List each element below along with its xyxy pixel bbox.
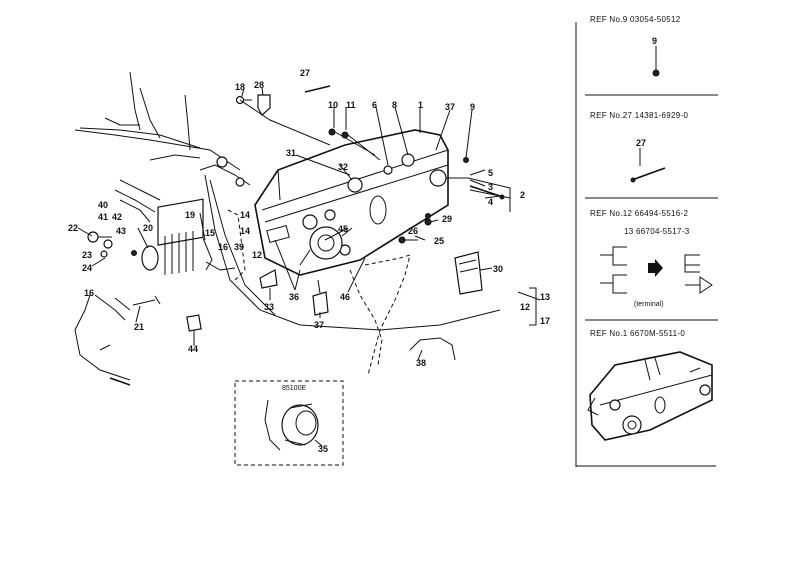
ref-27-title: REF No.27 14381-6929-0 bbox=[590, 111, 688, 120]
bracket-lines bbox=[467, 177, 511, 212]
ref-1-title: REF No.1 6670M-5511-0 bbox=[590, 329, 685, 338]
inset-label: 85100E bbox=[282, 385, 306, 392]
callout-14b: 14 bbox=[240, 226, 250, 236]
ref-27-part: 27 bbox=[636, 138, 646, 148]
callout-16b: 16 bbox=[84, 288, 94, 298]
callout-4: 4 bbox=[488, 197, 493, 207]
main-exploded-view bbox=[74, 71, 541, 386]
callout-40: 40 bbox=[98, 200, 108, 210]
callout-12b: 12 bbox=[520, 302, 530, 312]
ref-12-title: REF No.12 66494-5516-2 bbox=[590, 209, 688, 218]
callout-22: 22 bbox=[68, 223, 78, 233]
tag-37 bbox=[312, 279, 329, 316]
ref-12-caption: (terminal) bbox=[634, 301, 664, 308]
callout-44: 44 bbox=[188, 344, 198, 354]
bolt-21 bbox=[132, 295, 161, 306]
callout-33: 33 bbox=[264, 302, 274, 312]
ref-1-panel bbox=[587, 351, 713, 441]
callout-36: 36 bbox=[289, 292, 299, 302]
callout-39: 39 bbox=[234, 242, 244, 252]
callout-28: 28 bbox=[254, 80, 264, 90]
callout-37: 37 bbox=[445, 102, 455, 112]
callout-31: 31 bbox=[286, 148, 296, 158]
inset-box bbox=[234, 380, 344, 466]
callout-46: 46 bbox=[340, 292, 350, 302]
callout-5: 5 bbox=[488, 168, 493, 178]
callout-43: 43 bbox=[116, 226, 126, 236]
callout-45: 45 bbox=[338, 224, 348, 234]
callout-25: 25 bbox=[434, 236, 444, 246]
callout-27: 27 bbox=[300, 68, 310, 78]
reference-text: REF No.9 03054-50512 9 REF No.27 14381-6… bbox=[590, 15, 690, 338]
callout-41: 41 bbox=[98, 212, 108, 222]
ref-9-title: REF No.9 03054-50512 bbox=[590, 15, 681, 24]
callout-16: 16 bbox=[218, 242, 228, 252]
regulator-assembly bbox=[141, 198, 236, 275]
callout-30: 30 bbox=[493, 264, 503, 274]
bracket-12-13-17 bbox=[529, 287, 537, 326]
callout-2: 2 bbox=[520, 190, 525, 200]
bracket-46 bbox=[349, 254, 411, 376]
callout-32: 32 bbox=[338, 162, 348, 172]
dashboard-panel bbox=[254, 129, 505, 276]
callout-15: 15 bbox=[205, 228, 215, 238]
ref-9-part: 9 bbox=[652, 36, 657, 46]
callout-11: 11 bbox=[346, 100, 356, 110]
ref-12-title2: 13 66704-5517-3 bbox=[624, 227, 690, 236]
callout-8: 8 bbox=[392, 100, 397, 110]
callout-labels: 1 2 3 4 5 6 8 9 10 11 12 12 13 14 14 15 … bbox=[68, 68, 550, 454]
callout-42: 42 bbox=[112, 212, 122, 222]
callout-26: 26 bbox=[408, 226, 418, 236]
top-fasteners bbox=[235, 85, 469, 163]
callout-3: 3 bbox=[488, 182, 493, 192]
callout-21: 21 bbox=[134, 322, 144, 332]
callout-19: 19 bbox=[185, 210, 195, 220]
part-44 bbox=[186, 314, 202, 342]
ref-27-panel bbox=[585, 148, 718, 199]
callout-35: 35 bbox=[318, 444, 328, 454]
callout-37b: 37 bbox=[314, 320, 324, 330]
part-33 bbox=[259, 269, 278, 289]
callout-13: 13 bbox=[540, 292, 550, 302]
callout-6: 6 bbox=[372, 100, 377, 110]
callout-10: 10 bbox=[328, 100, 338, 110]
wiring-harness bbox=[74, 71, 501, 331]
callout-23: 23 bbox=[82, 250, 92, 260]
callout-17: 17 bbox=[540, 316, 550, 326]
loose-wires bbox=[74, 291, 541, 386]
callout-14: 14 bbox=[240, 210, 250, 220]
callout-29: 29 bbox=[442, 214, 452, 224]
callout-1: 1 bbox=[418, 100, 423, 110]
callout-18: 18 bbox=[235, 82, 245, 92]
callout-20: 20 bbox=[143, 223, 153, 233]
ref-9-panel bbox=[585, 46, 718, 96]
callout-38: 38 bbox=[416, 358, 426, 368]
reference-column bbox=[575, 22, 718, 467]
group-14-39 bbox=[227, 209, 246, 281]
part-29 bbox=[425, 213, 431, 219]
leader-lines bbox=[77, 87, 501, 361]
cover-30 bbox=[454, 251, 483, 295]
ref-12-panel bbox=[585, 246, 718, 321]
callout-12: 12 bbox=[252, 250, 262, 260]
callout-24: 24 bbox=[82, 263, 92, 273]
terminal-parts bbox=[87, 231, 137, 258]
callout-9: 9 bbox=[470, 102, 475, 112]
